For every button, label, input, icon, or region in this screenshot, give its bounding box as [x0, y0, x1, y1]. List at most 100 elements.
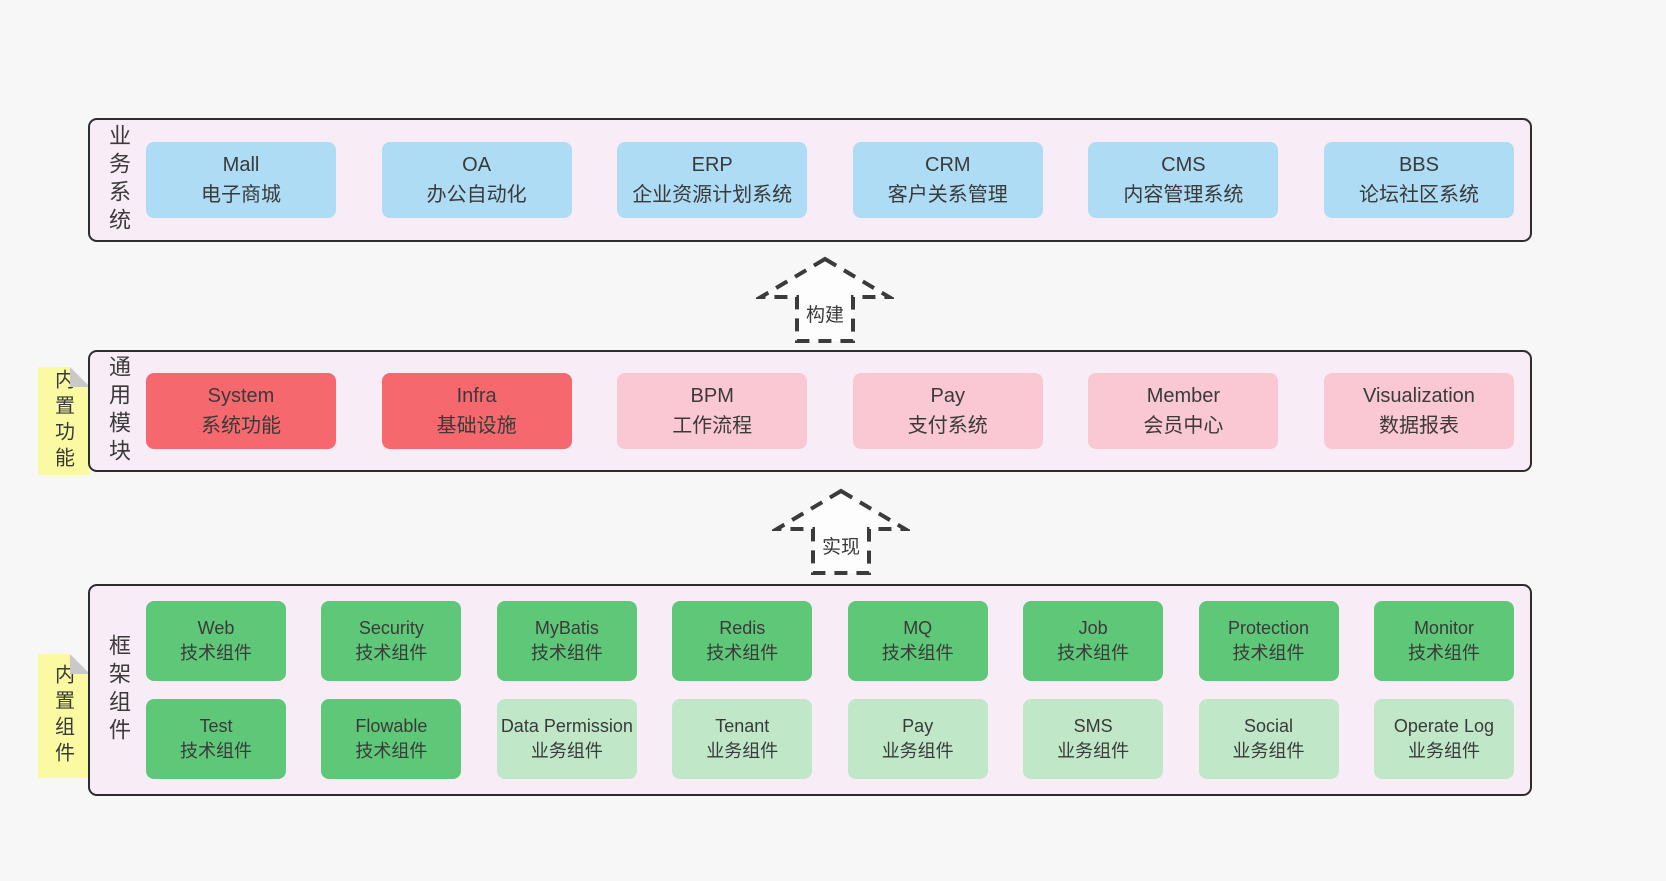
business-box-row: Mall 电子商城 OA 办公自动化 ERP 企业资源计划系统 CRM 客户关系…	[146, 120, 1530, 240]
implement-arrow: 实现	[772, 488, 910, 576]
box-title: Mall	[222, 154, 260, 176]
box-pay-biz: Pay 业务组件	[847, 699, 988, 779]
box-job: Job 技术组件	[1023, 601, 1164, 681]
box-subtitle: 技术组件	[355, 741, 428, 761]
framework-rows: Web 技术组件 Security 技术组件 MyBatis 技术组件 Redi…	[146, 586, 1530, 794]
box-title: Social	[1244, 715, 1294, 736]
band-common-modules: 通用模块 System 系统功能 Infra 基础设施 BPM 工作流程 Pay…	[88, 350, 1532, 472]
dashed-up-arrow-icon	[756, 256, 894, 343]
box-subtitle: 技术组件	[180, 741, 252, 761]
box-subtitle: 技术组件	[881, 643, 954, 663]
box-subtitle: 技术组件	[180, 643, 252, 663]
box-protection: Protection 技术组件	[1198, 601, 1339, 681]
box-cms: CMS 内容管理系统	[1088, 142, 1279, 218]
box-sms: SMS 业务组件	[1023, 699, 1164, 779]
sticky-tag-built-in-components: 内置组件	[38, 654, 90, 778]
box-subtitle: 数据报表	[1378, 415, 1459, 437]
band-business-label: 业务系统	[90, 120, 146, 240]
band-business-systems: 业务系统 Mall 电子商城 OA 办公自动化 ERP 企业资源计划系统 CRM…	[88, 118, 1532, 242]
box-title: BBS	[1398, 154, 1439, 176]
box-subtitle: 技术组件	[530, 643, 603, 663]
box-web: Web 技术组件	[146, 601, 286, 681]
box-tenant: Tenant 业务组件	[672, 699, 813, 779]
band-modules-label: 通用模块	[90, 352, 146, 470]
build-arrow: 构建	[756, 256, 894, 344]
box-title: Job	[1078, 617, 1108, 638]
box-subtitle: 会员中心	[1143, 415, 1224, 437]
sticky-tag-built-in-features: 内置功能	[38, 367, 90, 475]
box-subtitle: 技术组件	[355, 643, 428, 663]
tag-text: 内置功能	[51, 369, 74, 473]
box-title: Pay	[902, 715, 934, 736]
box-subtitle: 工作流程	[672, 415, 753, 437]
box-title: CRM	[925, 154, 971, 176]
band-framework-components: 框架组件 Web 技术组件 Security 技术组件 MyBatis 技术组件…	[88, 584, 1532, 796]
box-title: Pay	[930, 385, 966, 407]
box-mall: Mall 电子商城	[146, 142, 336, 218]
box-subtitle: 客户关系管理	[887, 184, 1008, 206]
box-title: Member	[1146, 385, 1221, 407]
box-subtitle: 业务组件	[1057, 741, 1130, 761]
box-oa: OA 办公自动化	[381, 142, 572, 218]
box-infra: Infra 基础设施	[381, 373, 572, 449]
box-subtitle: 技术组件	[1057, 643, 1130, 663]
box-title: Test	[199, 715, 233, 736]
band-label-text: 通用模块	[106, 355, 131, 467]
box-title: OA	[462, 154, 492, 176]
box-bbs: BBS 论坛社区系统	[1323, 142, 1514, 218]
box-subtitle: 企业资源计划系统	[632, 184, 793, 206]
tag-text: 内置组件	[51, 664, 74, 768]
box-title: Tenant	[715, 715, 770, 736]
box-flowable: Flowable 技术组件	[321, 699, 462, 779]
framework-row-2: Test 技术组件 Flowable 技术组件 Data Permission …	[146, 699, 1514, 779]
box-operate-log: Operate Log 业务组件	[1373, 699, 1514, 779]
band-label-text: 框架组件	[106, 634, 131, 746]
box-title: Web	[197, 617, 235, 638]
box-subtitle: 办公自动化	[426, 184, 527, 206]
box-title: Visualization	[1363, 385, 1475, 407]
box-bpm: BPM 工作流程	[617, 373, 808, 449]
box-title: Data Permission	[500, 715, 633, 736]
box-subtitle: 电子商城	[201, 184, 281, 206]
box-subtitle: 业务组件	[530, 741, 603, 761]
box-subtitle: 内容管理系统	[1123, 184, 1244, 206]
box-mybatis: MyBatis 技术组件	[496, 601, 637, 681]
box-title: Redis	[719, 617, 766, 638]
build-arrow-label: 构建	[805, 305, 844, 326]
box-subtitle: 基础设施	[436, 415, 517, 437]
implement-arrow-label: 实现	[821, 537, 860, 558]
box-title: Infra	[456, 385, 497, 407]
box-title: Operate Log	[1393, 715, 1494, 736]
box-monitor: Monitor 技术组件	[1373, 601, 1514, 681]
box-subtitle: 支付系统	[907, 415, 988, 437]
dashed-up-arrow-icon	[772, 488, 910, 575]
box-mq: MQ 技术组件	[847, 601, 988, 681]
band-framework-label: 框架组件	[90, 586, 146, 794]
box-visualization: Visualization 数据报表	[1323, 373, 1514, 449]
box-data-permission: Data Permission 业务组件	[496, 699, 637, 779]
box-title: BPM	[690, 385, 734, 407]
box-subtitle: 技术组件	[1232, 643, 1305, 663]
box-subtitle: 论坛社区系统	[1358, 184, 1479, 206]
box-pay: Pay 支付系统	[852, 373, 1043, 449]
box-subtitle: 技术组件	[706, 643, 779, 663]
band-label-text: 业务系统	[106, 124, 131, 236]
box-title: ERP	[691, 154, 733, 176]
box-title: CMS	[1161, 154, 1206, 176]
box-subtitle: 业务组件	[1232, 741, 1305, 761]
box-redis: Redis 技术组件	[672, 601, 813, 681]
framework-row-1: Web 技术组件 Security 技术组件 MyBatis 技术组件 Redi…	[146, 601, 1514, 681]
box-subtitle: 业务组件	[706, 741, 779, 761]
box-title: Monitor	[1413, 617, 1474, 638]
box-subtitle: 业务组件	[881, 741, 954, 761]
box-title: Protection	[1228, 617, 1310, 638]
box-erp: ERP 企业资源计划系统	[617, 142, 808, 218]
box-subtitle: 系统功能	[201, 415, 281, 437]
box-subtitle: 技术组件	[1407, 643, 1480, 663]
box-subtitle: 业务组件	[1407, 741, 1480, 761]
modules-box-row: System 系统功能 Infra 基础设施 BPM 工作流程 Pay 支付系统…	[146, 352, 1530, 470]
box-security: Security 技术组件	[321, 601, 462, 681]
box-crm: CRM 客户关系管理	[852, 142, 1043, 218]
box-title: System	[207, 385, 275, 407]
box-title: MQ	[903, 617, 933, 638]
